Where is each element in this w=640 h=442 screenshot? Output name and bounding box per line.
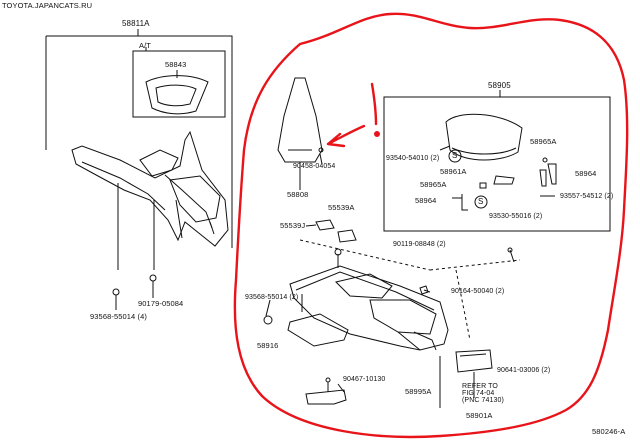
label-58965A-right: 58965A [530,137,557,146]
watermark: TOYOTA.JAPANCATS.RU [2,1,93,10]
label-90119: 90119-08848 (2) [393,241,446,248]
clip-90179 [149,274,157,282]
label-58965A-mid: 58965A [420,180,447,189]
box-at [132,50,226,118]
label-at: A/T [139,41,151,50]
screw-93568-left [112,288,120,296]
label-58808: 58808 [287,190,309,199]
label-93568-left: 93568-55014 (4) [90,312,147,321]
box-58905 [383,96,611,232]
armrest-lid [445,113,523,161]
console-58901A [289,265,449,351]
console-58811A [71,130,229,247]
s-marker-1-letter: S [452,151,458,160]
figure-code: 580246-A [592,427,626,436]
s-marker-1 [448,149,462,163]
ashtray [455,349,493,373]
label-58901A: 58901A [466,411,493,420]
red-exclamation-annotation [370,82,378,126]
label-58811A: 58811A [122,19,150,28]
label-93568-center: 93568-55014 (2) [245,294,299,301]
part-55539A [337,229,357,243]
label-refer-to: REFER TO [462,383,498,390]
label-58964-right: 58964 [575,169,597,178]
label-90179: 90179-05084 [138,299,184,308]
screw-93568-center [263,315,273,325]
label-refer-pnc: (PNC 74130) [462,397,504,404]
s-marker-2 [474,195,488,209]
red-arrow-annotation [326,124,366,148]
red-outline-annotation [233,12,629,439]
label-58843: 58843 [165,60,187,69]
label-90467: 90467-10130 [343,376,386,383]
shift-boot-58843 [145,75,209,115]
label-93530: 93530-55016 (2) [489,213,543,220]
mat-58916 [287,313,349,347]
label-55539J: 55539J [280,221,306,230]
label-55539A: 55539A [328,203,355,212]
bracket-58995A [305,389,347,405]
part-55539J [315,219,335,231]
label-58964-left: 58964 [415,196,437,205]
s-marker-2-letter: S [478,197,484,206]
box-58811A-outline [46,35,233,248]
shift-boot-58808 [277,77,323,163]
label-90164: 90164-50040 (2) [451,288,505,295]
label-90641: 90641-03006 (2) [497,367,551,374]
label-93557: 93557-54512 (2) [560,193,614,200]
label-58905: 58905 [488,81,511,90]
label-refer-fig: FIG 74-04 [462,390,495,397]
label-90458: 90458-04054 [293,163,336,170]
label-58995A: 58995A [405,387,432,396]
label-58916: 58916 [257,341,279,350]
screw-90119 [334,248,342,256]
label-93540: 93540-54010 (2) [386,155,440,162]
label-58961A: 58961A [440,167,467,176]
